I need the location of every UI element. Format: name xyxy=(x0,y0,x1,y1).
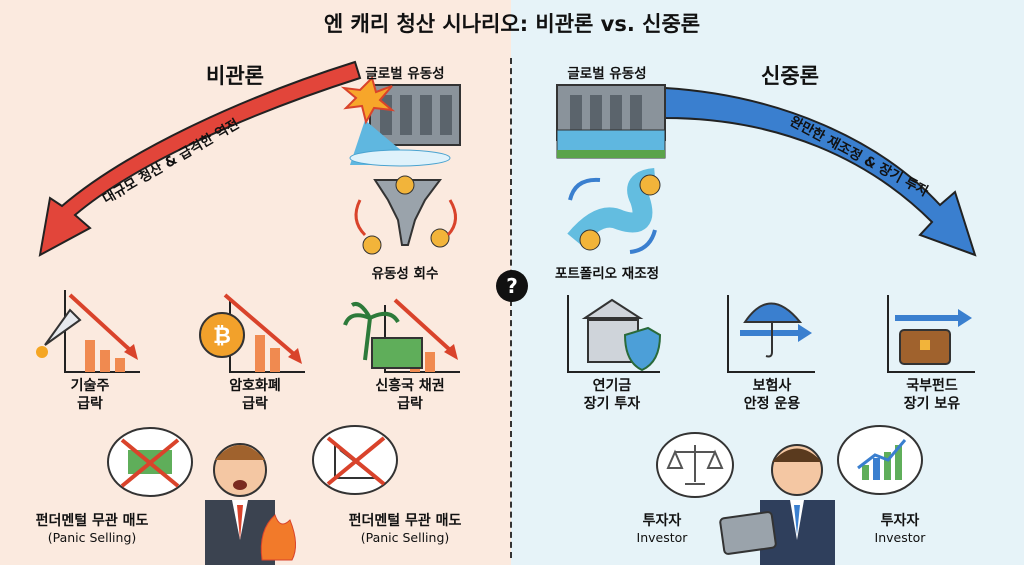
sovereign-fund-chart xyxy=(887,295,975,373)
river-icon xyxy=(567,168,661,254)
red-arrow xyxy=(38,60,362,257)
tech-crash-chart xyxy=(36,290,140,373)
river-label: 포트폴리오 재조정 xyxy=(554,266,660,282)
palm-tree-icon xyxy=(343,301,400,361)
bitcoin-icon xyxy=(199,312,245,358)
cautious-heading: 신중론 xyxy=(761,64,819,88)
calm-investor xyxy=(719,444,835,565)
panicked-investor xyxy=(205,443,296,565)
tablet-icon xyxy=(719,511,777,555)
em-bond-crash-chart xyxy=(343,298,460,373)
pension-chart xyxy=(567,295,662,373)
right-liquidity-label: 글로벌 유동성 xyxy=(567,66,647,82)
svg-text:₿: ₿ xyxy=(213,324,231,349)
left-liquidity-label: 글로벌 유동성 xyxy=(365,66,445,82)
shield-icon xyxy=(623,326,662,372)
panic-selling-label-2: 펀더멘털 무관 매도(Panic Selling) xyxy=(348,513,462,545)
dam-burst-icon xyxy=(340,76,461,167)
blue-arrow xyxy=(664,86,977,257)
dam-icon xyxy=(556,84,666,159)
tornado-icon xyxy=(354,175,457,255)
divider xyxy=(510,58,512,558)
panic-selling-label-1: 펀더멘털 무관 매도(Panic Selling) xyxy=(35,513,149,545)
page-title: 엔 캐리 청산 시나리오: 비관론 vs. 신중론 xyxy=(323,12,701,36)
fire-icon xyxy=(260,514,296,561)
thought-bubble-no-money xyxy=(107,427,193,497)
rocket-icon xyxy=(44,308,82,346)
umbrella-icon xyxy=(743,302,803,323)
thought-bubble-scales xyxy=(656,432,734,498)
pessimistic-heading: 비관론 xyxy=(206,64,264,88)
insurance-chart xyxy=(727,295,815,373)
money-stack-icon xyxy=(371,337,423,369)
crypto-crash-chart: ₿ xyxy=(199,293,305,373)
thought-bubble-growth-chart xyxy=(837,425,923,495)
question-icon: ? xyxy=(496,270,528,302)
bank-icon xyxy=(581,298,644,319)
scales-icon xyxy=(666,445,724,485)
tornado-label: 유동성 회수 xyxy=(371,266,439,282)
thought-bubble-no-chart xyxy=(312,425,398,495)
